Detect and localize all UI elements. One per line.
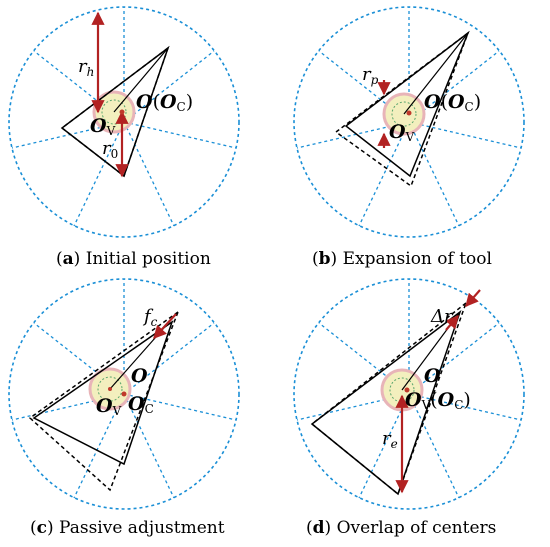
label-rp: rp: [362, 64, 379, 87]
panel-a: rh O(OC) OV r0 (a) Initial position: [8, 6, 240, 269]
label-ov: OV: [90, 115, 116, 138]
inner-dashed-circle: [391, 101, 417, 127]
panel-c: fc O OV OC (c) Passive adjustment: [8, 278, 240, 538]
dr-arrow-top: [465, 289, 481, 307]
label-oc: OC: [128, 393, 154, 416]
outer-circle: [293, 6, 525, 238]
solid-triangle: [32, 320, 174, 466]
center-dot: [119, 109, 125, 115]
center-dot-ov: [108, 387, 112, 391]
center-dot: [406, 110, 412, 116]
center-dot: [404, 387, 410, 393]
label-ov: OV: [389, 121, 415, 144]
label-fc: fc: [142, 306, 158, 329]
dashed-triangle: [334, 30, 470, 188]
guide-line: [403, 32, 469, 115]
label-rh: rh: [78, 56, 94, 79]
solid-triangle: [344, 30, 470, 178]
solid-triangle: [60, 45, 170, 178]
outer-circle: [8, 6, 240, 238]
inner-dashed-circle: [389, 377, 415, 403]
solid-triangle: [310, 309, 462, 496]
fc-arrow: [153, 313, 177, 339]
label-o: O: [424, 365, 441, 387]
label-ov-oc: OV(OC): [405, 389, 471, 412]
label-ov: OV: [96, 395, 122, 418]
label-o-oc: O(OC): [424, 91, 481, 114]
caption-c: (c) Passive adjustment: [30, 518, 225, 538]
label-o: O: [131, 365, 148, 387]
label-o-oc: O(OC): [136, 91, 193, 114]
dr-arrow-bottom: [445, 314, 459, 331]
label-dr: Δr: [430, 306, 454, 327]
caption-d: (d) Overlap of centers: [306, 518, 496, 538]
inner-dashed-circle: [97, 376, 123, 402]
panel-b: rp O(OC) OV (b) Expansion of tool: [293, 6, 525, 269]
center-dot-o: [121, 391, 127, 397]
dashed-triangle: [28, 309, 180, 492]
label-re: re: [382, 428, 398, 451]
label-r0: r0: [102, 138, 118, 161]
panel-d: Δr O OV(OC) re (d) Overlap of centers: [293, 278, 525, 538]
guide-line: [113, 47, 169, 113]
dashed-triangle: [310, 300, 468, 496]
caption-a: (a) Initial position: [56, 249, 211, 269]
caption-b: (b) Expansion of tool: [312, 249, 492, 269]
